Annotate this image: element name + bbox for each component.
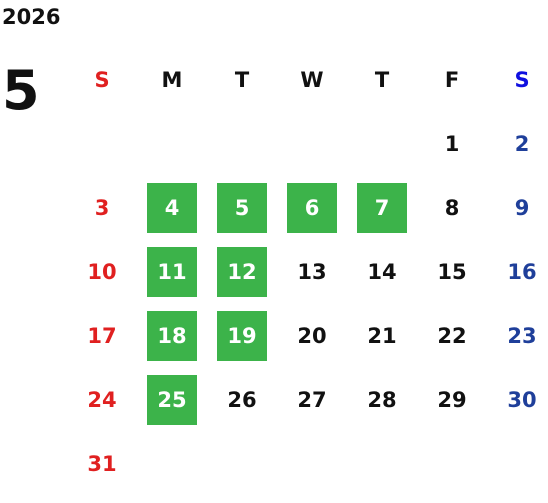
empty-cell (207, 432, 277, 496)
week-row: 31 (67, 432, 548, 496)
day-number: 1 (444, 132, 460, 156)
day-number: 12 (217, 247, 267, 297)
day-number: 13 (297, 260, 327, 284)
day-number: 10 (87, 260, 117, 284)
day-number: 19 (217, 311, 267, 361)
day-number: 28 (367, 388, 397, 412)
day-cell[interactable]: 11 (137, 240, 207, 304)
day-cell[interactable]: 28 (347, 368, 417, 432)
weekday-header: S (514, 68, 530, 92)
day-cell[interactable]: 21 (347, 304, 417, 368)
day-number: 25 (147, 375, 197, 425)
day-number: 17 (87, 324, 117, 348)
day-cell[interactable]: 29 (417, 368, 487, 432)
day-cell[interactable]: 10 (67, 240, 137, 304)
day-cell[interactable]: 26 (207, 368, 277, 432)
day-number: 30 (507, 388, 537, 412)
day-number: 29 (437, 388, 467, 412)
day-cell[interactable]: 2 (487, 112, 548, 176)
day-number: 7 (357, 183, 407, 233)
day-cell[interactable]: 4 (137, 176, 207, 240)
day-cell[interactable]: 24 (67, 368, 137, 432)
day-number: 9 (514, 196, 530, 220)
day-number: 11 (147, 247, 197, 297)
day-number: 5 (217, 183, 267, 233)
day-number: 4 (147, 183, 197, 233)
day-number: 24 (87, 388, 117, 412)
day-number: 23 (507, 324, 537, 348)
week-row: 24 25 26 27 28 29 30 (67, 368, 548, 432)
day-cell[interactable]: 15 (417, 240, 487, 304)
day-cell[interactable]: 16 (487, 240, 548, 304)
empty-cell (277, 112, 347, 176)
day-number: 8 (444, 196, 460, 220)
day-cell[interactable]: 6 (277, 176, 347, 240)
day-cell[interactable]: 31 (67, 432, 137, 496)
calendar-month: 5 (2, 59, 40, 122)
empty-cell (347, 432, 417, 496)
day-cell[interactable]: 13 (277, 240, 347, 304)
weekday-header: S (94, 68, 110, 92)
day-number: 22 (437, 324, 467, 348)
day-cell[interactable]: 9 (487, 176, 548, 240)
day-cell[interactable]: 20 (277, 304, 347, 368)
weekday-header: T (234, 68, 250, 92)
day-number: 18 (147, 311, 197, 361)
day-cell[interactable]: 3 (67, 176, 137, 240)
day-cell[interactable]: 19 (207, 304, 277, 368)
day-cell[interactable]: 1 (417, 112, 487, 176)
day-cell[interactable]: 17 (67, 304, 137, 368)
day-cell[interactable]: 27 (277, 368, 347, 432)
weekday-header: T (374, 68, 390, 92)
empty-cell (417, 432, 487, 496)
day-number: 31 (87, 452, 117, 476)
day-number: 27 (297, 388, 327, 412)
empty-cell (137, 112, 207, 176)
day-number: 6 (287, 183, 337, 233)
day-cell[interactable]: 22 (417, 304, 487, 368)
day-cell[interactable]: 18 (137, 304, 207, 368)
day-cell[interactable]: 7 (347, 176, 417, 240)
empty-cell (487, 432, 548, 496)
week-row: 10 11 12 13 14 15 16 (67, 240, 548, 304)
day-cell[interactable]: 30 (487, 368, 548, 432)
weekday-header: F (444, 68, 460, 92)
day-number: 15 (437, 260, 467, 284)
day-cell[interactable]: 23 (487, 304, 548, 368)
weekday-header: W (300, 68, 324, 92)
empty-cell (67, 112, 137, 176)
day-number: 3 (94, 196, 110, 220)
day-number: 14 (367, 260, 397, 284)
day-number: 26 (227, 388, 257, 412)
empty-cell (137, 432, 207, 496)
day-cell[interactable]: 25 (137, 368, 207, 432)
day-cell[interactable]: 5 (207, 176, 277, 240)
day-number: 2 (514, 132, 530, 156)
day-number: 20 (297, 324, 327, 348)
day-cell[interactable]: 12 (207, 240, 277, 304)
day-number: 16 (507, 260, 537, 284)
calendar-year: 2026 (2, 5, 61, 29)
day-cell[interactable]: 14 (347, 240, 417, 304)
day-number: 21 (367, 324, 397, 348)
empty-cell (347, 112, 417, 176)
empty-cell (207, 112, 277, 176)
empty-cell (277, 432, 347, 496)
weekday-header: M (161, 68, 183, 92)
day-cell[interactable]: 8 (417, 176, 487, 240)
week-row: 17 18 19 20 21 22 23 (67, 304, 548, 368)
